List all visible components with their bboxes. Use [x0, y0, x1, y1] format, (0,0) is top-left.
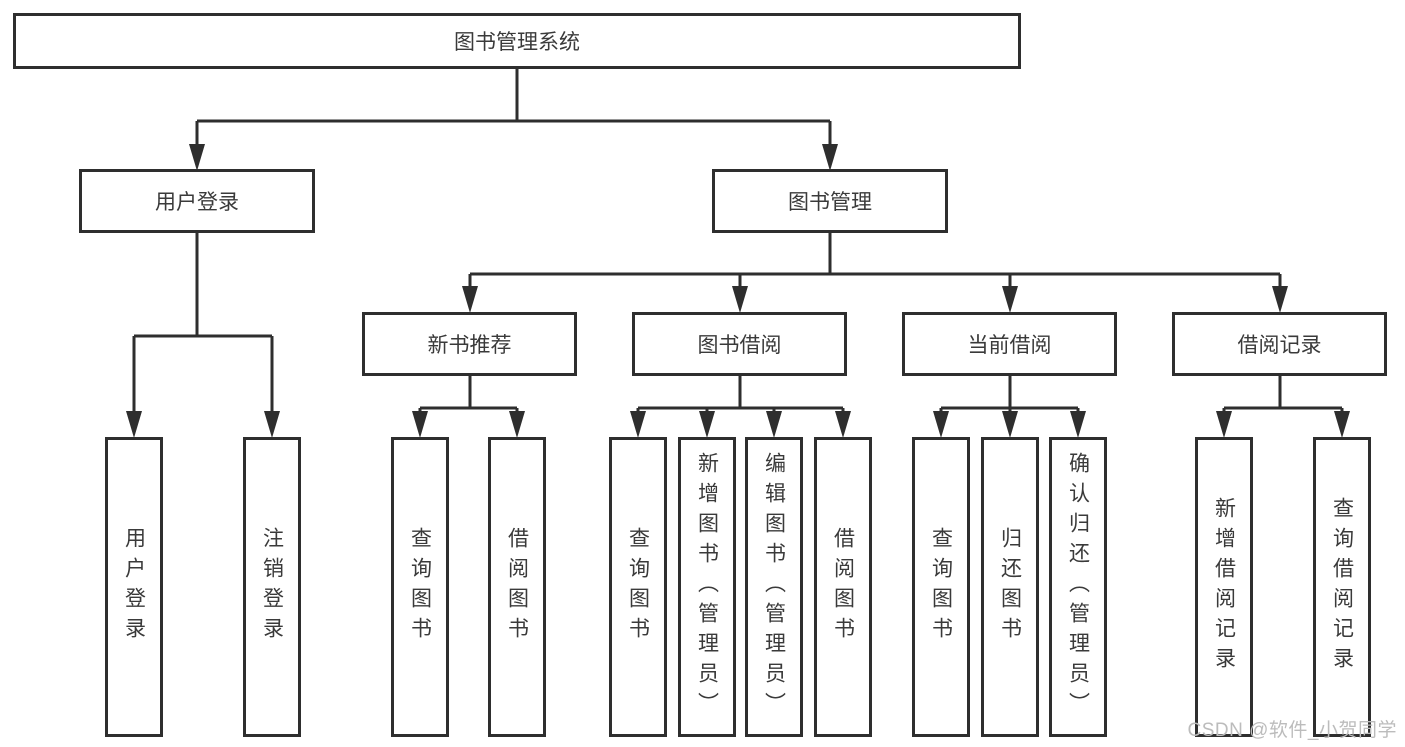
- node-cb-query-book: 查询图书: [912, 437, 970, 737]
- node-cb-confirm-return-label: 确认归还（管理员）: [1066, 452, 1090, 722]
- node-br-add-record-label: 新增借阅记录: [1212, 497, 1236, 677]
- node-bb-borrow-book-label: 借阅图书: [831, 527, 855, 647]
- node-bb-add-book-label: 新增图书（管理员）: [695, 452, 719, 722]
- node-nbr-borrow-book: 借阅图书: [488, 437, 546, 737]
- node-nbr-borrow-book-label: 借阅图书: [505, 527, 529, 647]
- csdn-watermark: CSDN @软件_小贺同学: [1187, 720, 1397, 741]
- node-bb-edit-book: 编辑图书（管理员）: [745, 437, 803, 737]
- node-book-mgmt-branch-label: 图书管理: [788, 191, 872, 214]
- node-user-login-branch-label: 用户登录: [155, 191, 239, 214]
- node-borrow-record-label: 借阅记录: [1237, 334, 1322, 357]
- node-nbr-query-book: 查询图书: [391, 437, 449, 737]
- node-login: 用户登录: [105, 437, 163, 737]
- node-user-login-branch: 用户登录: [79, 169, 315, 233]
- node-logout-label: 注销登录: [260, 527, 284, 647]
- node-br-query-record-label: 查询借阅记录: [1330, 497, 1354, 677]
- node-cb-return-book: 归还图书: [981, 437, 1039, 737]
- node-cb-confirm-return: 确认归还（管理员）: [1049, 437, 1107, 737]
- node-bb-borrow-book: 借阅图书: [814, 437, 872, 737]
- node-book-borrow-label: 图书借阅: [697, 334, 782, 357]
- node-current-borrow-label: 当前借阅: [967, 334, 1052, 357]
- node-root: 图书管理系统: [13, 13, 1021, 69]
- node-book-borrow: 图书借阅: [632, 312, 847, 376]
- node-current-borrow: 当前借阅: [902, 312, 1117, 376]
- node-bb-edit-book-label: 编辑图书（管理员）: [762, 452, 786, 722]
- node-cb-query-book-label: 查询图书: [929, 527, 953, 647]
- node-new-book-rec: 新书推荐: [362, 312, 577, 376]
- node-logout: 注销登录: [243, 437, 301, 737]
- arrowheads: [126, 144, 1350, 438]
- node-book-mgmt-branch: 图书管理: [712, 169, 948, 233]
- connector-lines: [132, 68, 1344, 413]
- node-br-add-record: 新增借阅记录: [1195, 437, 1253, 737]
- node-nbr-query-book-label: 查询图书: [408, 527, 432, 647]
- node-borrow-record: 借阅记录: [1172, 312, 1387, 376]
- node-login-label: 用户登录: [122, 527, 146, 647]
- node-bb-add-book: 新增图书（管理员）: [678, 437, 736, 737]
- node-root-label: 图书管理系统: [454, 31, 580, 54]
- node-cb-return-book-label: 归还图书: [998, 527, 1022, 647]
- node-br-query-record: 查询借阅记录: [1313, 437, 1371, 737]
- node-new-book-rec-label: 新书推荐: [427, 334, 512, 357]
- node-bb-query-book-label: 查询图书: [626, 527, 650, 647]
- node-bb-query-book: 查询图书: [609, 437, 667, 737]
